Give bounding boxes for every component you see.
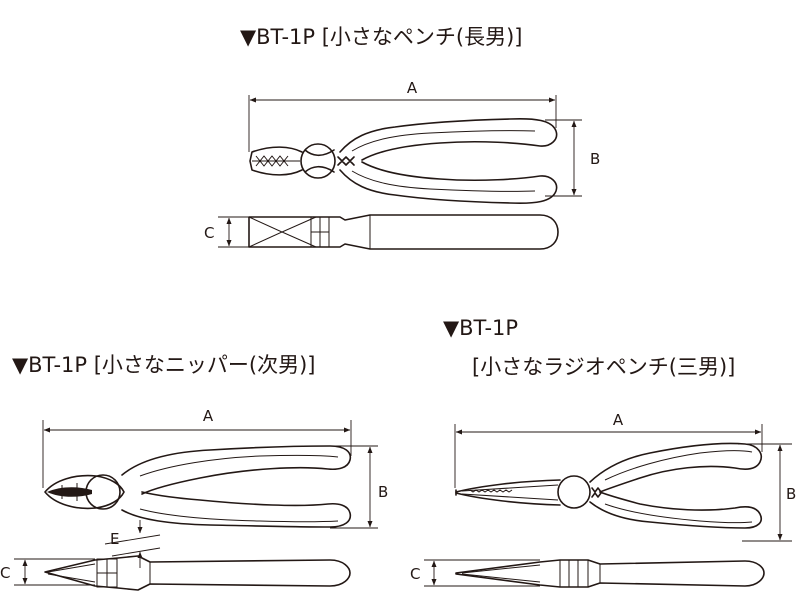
pliers-side-view — [248, 214, 559, 250]
pliers-dim-c-label: C — [204, 224, 214, 242]
nippers-side-view — [44, 555, 351, 591]
nippers-dimension-c: C — [0, 558, 95, 586]
nippers-dim-c-label: C — [0, 564, 10, 582]
radio-pliers-dimension-c: C — [410, 559, 540, 587]
nippers-dimension-b: B — [318, 445, 388, 529]
pliers-top-view — [249, 117, 558, 205]
nippers-dim-a-label: A — [203, 407, 214, 425]
pliers-dimension-b: B — [545, 119, 600, 197]
title-pliers: ▼BT-1P [小さなペンチ(長男)] — [240, 25, 523, 49]
nippers-dim-b-label: B — [378, 483, 388, 501]
radio-pliers-side-view — [455, 559, 765, 588]
nippers-dim-e-label: E — [110, 530, 119, 548]
radio-pliers-top-view — [455, 442, 762, 529]
pliers-dim-b-label: B — [590, 150, 600, 168]
pliers-dimension-a: A — [248, 79, 557, 152]
radio-pliers-dimension-a: A — [454, 411, 763, 488]
radio-pliers-dimension-b: B — [738, 443, 796, 542]
pliers-dimension-c: C — [204, 216, 249, 248]
title-radio-pliers-name: [小さなラジオペンチ(三男)] — [472, 355, 736, 379]
nippers-dimension-e: E — [104, 520, 161, 568]
title-nippers: ▼BT-1P [小さなニッパー(次男)] — [12, 353, 316, 377]
nippers-top-view — [44, 445, 352, 528]
pliers-dim-a-label: A — [407, 79, 418, 97]
radio-pliers-dim-a-label: A — [613, 411, 624, 429]
radio-pliers-dim-b-label: B — [786, 485, 796, 503]
title-radio-pliers-model: ▼BT-1P — [443, 316, 519, 340]
nippers-dimension-a: A — [42, 407, 352, 488]
radio-pliers-dim-c-label: C — [410, 565, 420, 583]
